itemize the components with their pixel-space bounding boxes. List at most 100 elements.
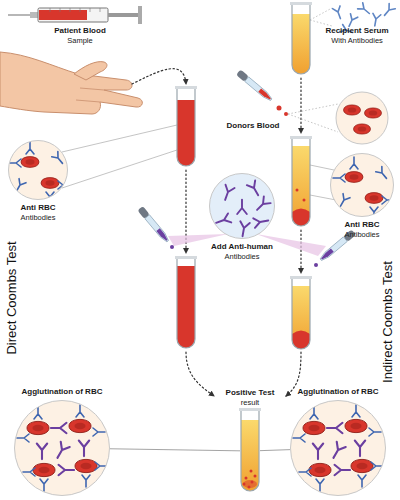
body-text: Antibodies xyxy=(312,230,400,239)
cell-detail xyxy=(376,167,390,181)
agglutination-detail xyxy=(316,479,324,491)
cell-detail xyxy=(21,157,39,168)
dropper xyxy=(314,263,318,267)
test-tube xyxy=(290,276,312,349)
agglutinated-cells xyxy=(251,481,254,484)
heading-text: Recipient Serum xyxy=(316,26,398,36)
agglutination-detail xyxy=(79,441,89,457)
agglutination-detail xyxy=(33,463,55,476)
serum-tube xyxy=(290,2,312,5)
dropper xyxy=(284,112,288,116)
tube-liquid xyxy=(241,420,259,491)
test-tube xyxy=(290,276,312,279)
hand-illustration xyxy=(74,62,107,80)
agglutination-detail xyxy=(17,434,29,442)
antibody-circle: Add Anti-humanAntibodies xyxy=(209,173,275,239)
cell-detail xyxy=(58,181,70,189)
circle-outline xyxy=(209,173,275,239)
antibody-icon xyxy=(345,14,357,28)
agglutination-detail xyxy=(329,442,346,461)
node-caption: Donors Blood xyxy=(222,121,284,131)
antibody-icon xyxy=(358,3,372,17)
leader-line xyxy=(62,125,177,188)
agglutination-detail xyxy=(37,444,47,460)
agglutination-detail xyxy=(37,423,89,475)
test-tube xyxy=(292,286,310,349)
cell-detail xyxy=(382,196,394,204)
antibody-detail xyxy=(238,221,250,237)
test-tube xyxy=(292,146,310,226)
agglutinated-cells xyxy=(248,486,251,489)
cell-detail xyxy=(9,142,70,204)
node-caption: Agglutination of RBC xyxy=(280,387,396,397)
agglutination-detail xyxy=(53,442,70,461)
agglutination-detail xyxy=(371,462,383,470)
serum-tube xyxy=(292,14,310,74)
test-tube xyxy=(292,138,310,226)
agglutination-detail xyxy=(310,407,318,419)
agglutination-detail xyxy=(309,463,331,476)
agglutination-detail xyxy=(345,419,367,432)
agglutination-detail xyxy=(335,465,351,475)
result-tube: Positive Testresult xyxy=(240,410,260,492)
heading-text: Patient Blood xyxy=(40,26,120,36)
heading-text: Anti RBC xyxy=(312,220,400,230)
cell-detail xyxy=(350,157,358,169)
node-caption: Anti RBCAntibodies xyxy=(0,203,78,222)
agglutination-detail xyxy=(75,459,97,472)
flow-arrow xyxy=(300,230,301,273)
leader-line xyxy=(288,104,338,132)
circle-outline xyxy=(15,401,110,496)
agglutination-detail xyxy=(40,479,48,491)
circle-outline xyxy=(331,154,394,217)
serum-tube xyxy=(292,4,310,74)
cell-detail xyxy=(13,179,26,193)
body-text: Sample xyxy=(40,36,120,45)
flow-arrow xyxy=(132,69,301,396)
test-tube xyxy=(296,189,299,192)
test-tube xyxy=(303,199,306,202)
agglutination-detail xyxy=(76,405,84,417)
cell-detail xyxy=(46,192,54,204)
magnified-circle: Anti RBCAntibodies xyxy=(8,140,68,200)
flow-arrow xyxy=(132,69,186,84)
cell-detail xyxy=(52,152,66,166)
syringe xyxy=(108,13,138,17)
hand-illustration xyxy=(0,52,142,114)
magnified-circle: Anti RBCAntibodies xyxy=(330,153,394,217)
agglutinated-cells xyxy=(245,477,248,480)
dropper xyxy=(277,106,282,111)
agglutination-detail xyxy=(303,421,325,434)
cell-detail xyxy=(370,207,378,219)
antibody-icon xyxy=(381,4,395,18)
agglutination-detail xyxy=(293,405,383,491)
heading-text: Add Anti-human xyxy=(192,242,292,252)
circle-outline xyxy=(14,400,110,496)
tube-outline xyxy=(241,410,259,491)
cell-detail xyxy=(9,159,21,167)
test-tube xyxy=(292,278,310,349)
agglutination-detail xyxy=(17,405,107,491)
agglutinated-cells xyxy=(250,470,253,473)
antibody-detail xyxy=(214,213,231,227)
body-text: With Antibodies xyxy=(316,36,398,45)
node-caption: Patient BloodSample xyxy=(40,26,120,45)
cell-detail xyxy=(9,142,70,204)
circle-outline xyxy=(330,153,394,217)
cell-detail xyxy=(337,194,350,208)
leader-line xyxy=(110,449,240,451)
agglutination-detail xyxy=(59,465,75,475)
agglutination-detail xyxy=(95,462,107,470)
agglutination-detail xyxy=(351,459,373,472)
circle-outline xyxy=(9,141,68,200)
antibody-icon xyxy=(371,13,381,26)
antibody-detail xyxy=(221,185,235,202)
side-title: Indirect Coombs Test xyxy=(380,237,396,407)
test-tube xyxy=(177,266,195,348)
body-text: Antibodies xyxy=(192,252,292,261)
cell-detail xyxy=(365,193,383,204)
tube-outline xyxy=(240,410,260,492)
test-tube xyxy=(290,136,312,139)
agglutinated-cells xyxy=(243,480,257,488)
